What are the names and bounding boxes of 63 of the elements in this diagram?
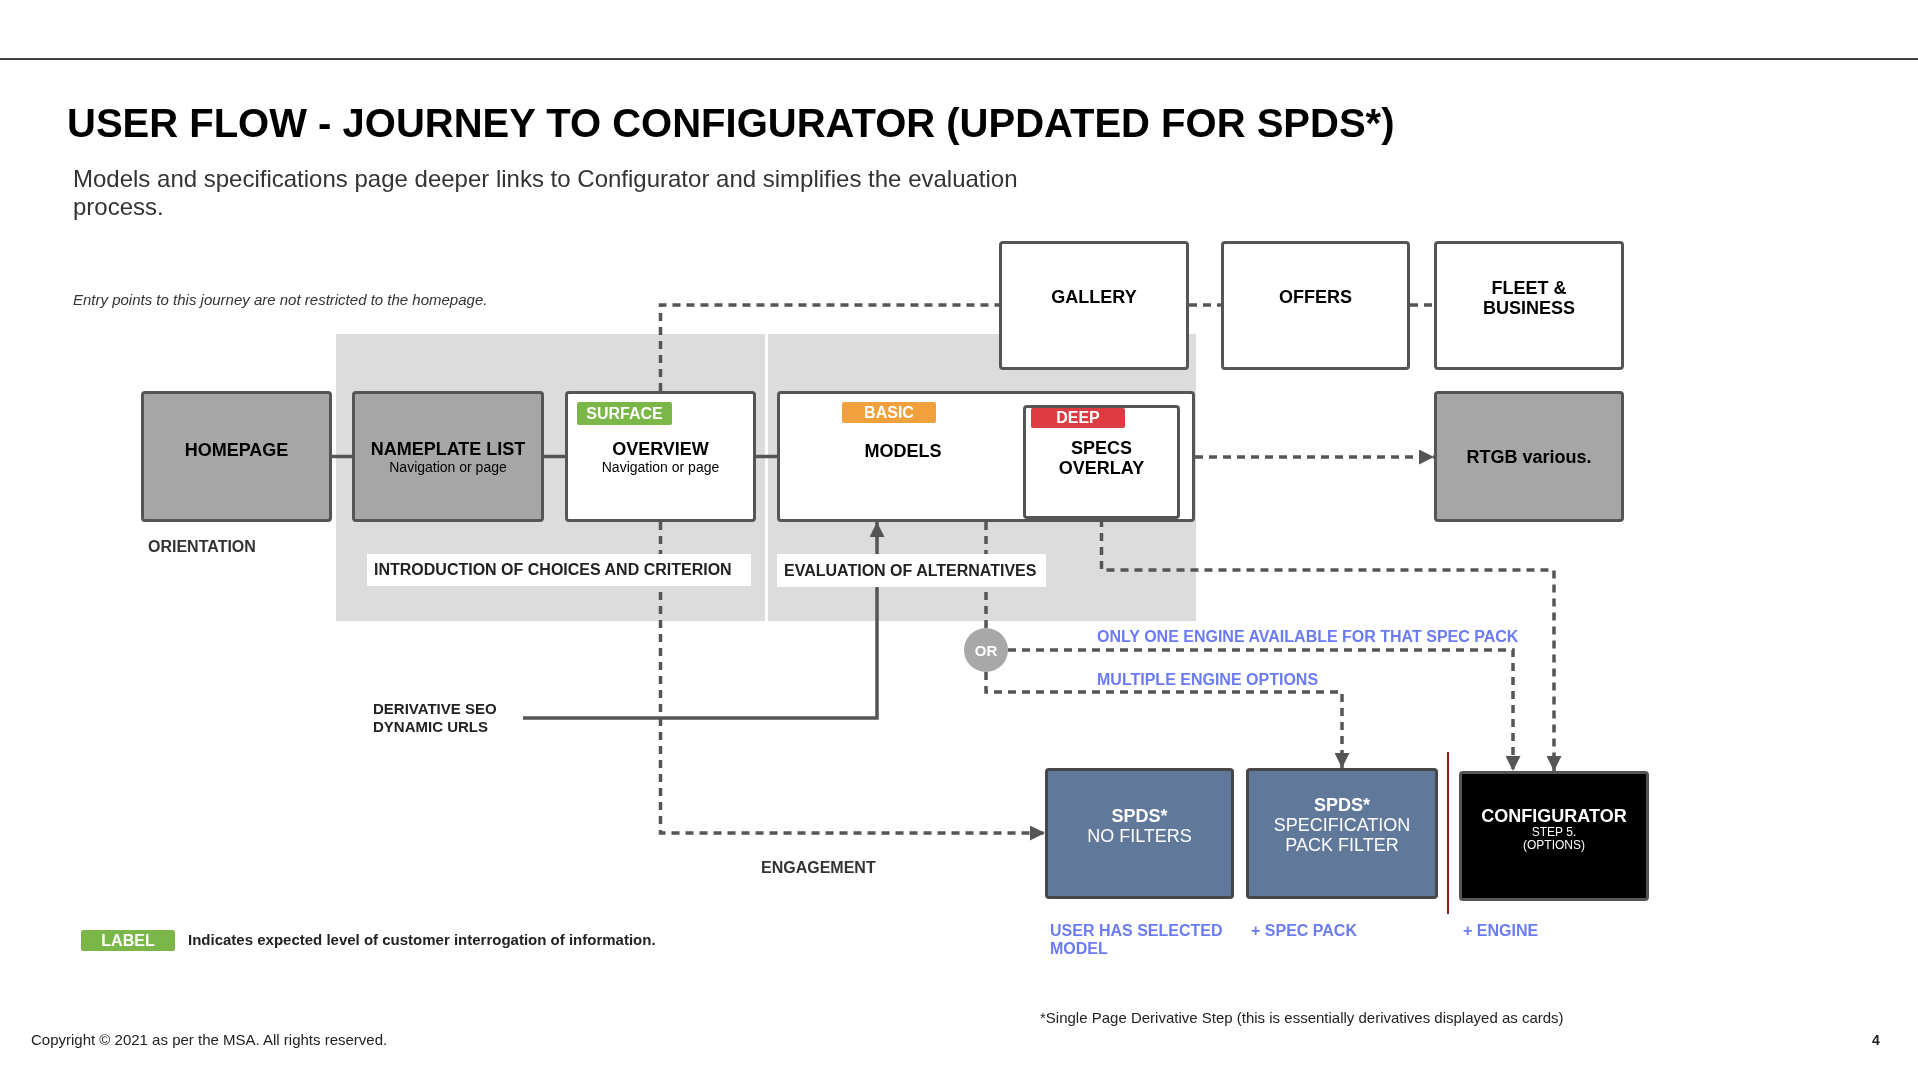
decision-circle bbox=[964, 628, 1008, 672]
legend-tag: LABEL bbox=[81, 930, 175, 951]
page-box bbox=[352, 391, 544, 522]
box-text: NO FILTERS bbox=[1087, 826, 1192, 846]
page-box bbox=[1434, 241, 1624, 370]
dashed-arrow bbox=[1195, 449, 1434, 465]
box-subtitle: Navigation or page bbox=[601, 458, 720, 475]
level-tag: DEEP bbox=[1031, 408, 1125, 428]
page-number: 4 bbox=[1872, 1031, 1880, 1049]
box-title: SPDS* bbox=[1314, 795, 1370, 815]
box-title: HOMEPAGE bbox=[184, 440, 289, 460]
dashed-connector-line bbox=[658, 303, 999, 391]
connector-line bbox=[756, 454, 777, 459]
box-title: OFFERS bbox=[1279, 287, 1352, 307]
stage-label: INTRODUCTION OF CHOICES AND CRITERION bbox=[367, 554, 751, 586]
footnote: *Single Page Derivative Step (this is essentially derivatives displayed as cards) bbox=[1040, 1009, 1564, 1027]
step-box bbox=[1246, 768, 1438, 899]
box-title: GALLERY bbox=[1051, 287, 1137, 307]
box-title: FLEET & BUSINESS bbox=[1482, 278, 1576, 318]
step-box bbox=[1459, 771, 1649, 901]
arrow bbox=[523, 522, 885, 720]
stage-label: ORIENTATION bbox=[148, 538, 256, 556]
box-subtitle: STEP 5. (OPTIONS) bbox=[1522, 826, 1586, 852]
page-box bbox=[141, 391, 332, 522]
page-box bbox=[999, 241, 1189, 370]
page-title: USER FLOW - JOURNEY TO CONFIGURATOR (UPDATED FOR SPDS*) bbox=[67, 103, 1395, 143]
page-box bbox=[1221, 241, 1410, 370]
copyright-text: Copyright © 2021 as per the MSA. All rights reserved. bbox=[31, 1031, 388, 1049]
box-text: SPECIFICATION PACK FILTER bbox=[1272, 815, 1412, 855]
stage-caption: + ENGINE bbox=[1463, 922, 1540, 940]
box-title: RTGB various. bbox=[1466, 446, 1592, 467]
stage-caption: + SPEC PACK bbox=[1251, 922, 1358, 940]
stage-label: ENGAGEMENT bbox=[761, 859, 876, 877]
box-title: NAMEPLATE LIST bbox=[370, 438, 526, 459]
note-text: Entry points to this journey are not restricted to the homepage. bbox=[73, 291, 488, 309]
stage-band bbox=[768, 334, 1196, 621]
branch-text: OR bbox=[974, 641, 998, 659]
box-subtitle: Navigation or page bbox=[389, 458, 507, 475]
page-box bbox=[777, 391, 1195, 522]
step-box bbox=[1045, 768, 1234, 899]
box-title: CONFIGURATOR bbox=[1481, 806, 1627, 826]
dashed-arrow bbox=[984, 672, 1350, 768]
connector-line bbox=[332, 454, 352, 459]
dashed-connector-line bbox=[1410, 303, 1434, 307]
entry-label: DERIVATIVE SEO DYNAMIC URLS bbox=[373, 700, 523, 736]
dashed-arrow bbox=[658, 522, 1045, 841]
stage-band bbox=[336, 334, 765, 621]
page-box bbox=[565, 391, 756, 522]
box-title: SPECS OVERLAY bbox=[1057, 438, 1146, 478]
box-title: MODELS bbox=[864, 440, 942, 461]
dashed-arrow bbox=[1008, 648, 1521, 771]
box-title: SPDS* bbox=[1111, 806, 1168, 826]
box-title: OVERVIEW bbox=[612, 438, 709, 459]
page-subtitle: Models and specifications page deeper links to Configurator and simplifies the evaluation process. bbox=[73, 165, 1019, 221]
level-tag: BASIC bbox=[842, 402, 936, 423]
stage-label: EVALUATION OF ALTERNATIVES bbox=[777, 554, 1046, 587]
connector-line bbox=[544, 454, 565, 459]
page-box bbox=[1023, 405, 1180, 519]
stage-caption: USER HAS SELECTED MODEL bbox=[1050, 922, 1224, 958]
dashed-connector-line bbox=[1189, 303, 1221, 307]
legend-text: Indicates expected level of customer interrogation of information. bbox=[188, 931, 656, 949]
page-box bbox=[1434, 391, 1624, 522]
level-tag: SURFACE bbox=[577, 402, 672, 425]
